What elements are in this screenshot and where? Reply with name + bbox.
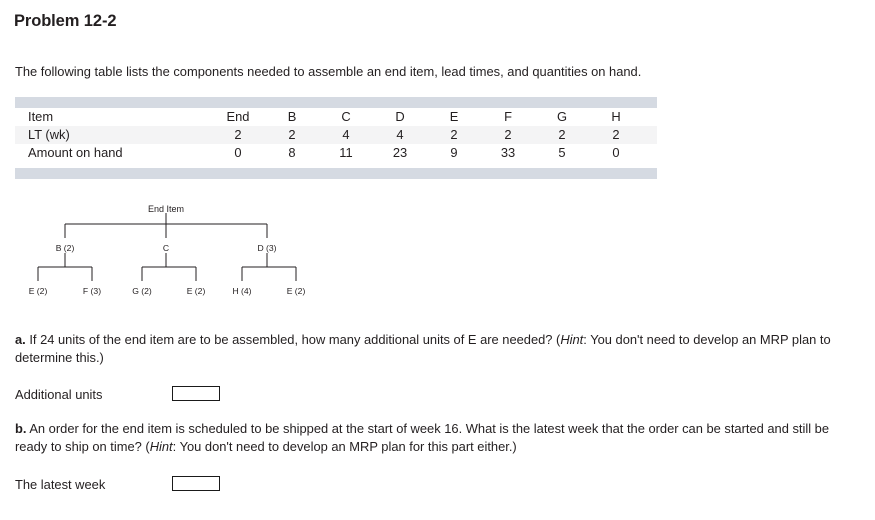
question-a-marker: a. [15, 332, 26, 347]
additional-units-input[interactable] [172, 386, 220, 401]
cell-lt-h: 2 [589, 126, 643, 144]
question-b-text-after-hint: : You don't need to develop an MRP plan … [172, 438, 517, 454]
answer-a-label: Additional units [15, 387, 103, 402]
cell-aoh-c: 11 [339, 145, 353, 160]
cell-lt-d: 4 [373, 126, 427, 144]
cell-lt-end: 2 [211, 126, 265, 144]
cell-item-d: D [395, 109, 405, 124]
cell-lt-f: 2 [481, 126, 535, 144]
tree-node-h-under-d: H (4) [232, 286, 251, 296]
cell-lt-g: 2 [535, 126, 589, 144]
cell-aoh-pad [643, 144, 657, 162]
cell-aoh-b: 8 [288, 145, 296, 160]
cell-aoh-h: 0 [612, 145, 620, 160]
row-label-amount-on-hand: Amount on hand [28, 145, 123, 160]
tree-node-g-under-c: G (2) [132, 286, 152, 296]
cell-lt-b: 2 [265, 126, 319, 144]
table-row-lead-time: LT (wk) 2 2 4 4 2 2 2 2 [15, 126, 657, 144]
components-table: Item End B C D E F G H LT (wk) 2 2 4 4 2… [15, 97, 657, 179]
cell-lt-c: 4 [319, 126, 373, 144]
tree-node-root: End Item [148, 204, 184, 214]
question-a-hint-word: Hint [560, 332, 584, 347]
question-b: b. An order for the end item is schedule… [15, 420, 835, 455]
tree-connector-lines [37, 213, 297, 281]
tree-node-d: D (3) [257, 243, 276, 253]
tree-node-c: C [163, 243, 169, 253]
tree-node-b: B (2) [56, 243, 75, 253]
cell-item-e: E [449, 109, 459, 124]
cell-item-h: H [611, 109, 621, 124]
tree-node-e-under-d: E (2) [287, 286, 306, 296]
table-row-item: Item End B C D E F G H [15, 108, 657, 126]
page-title: Problem 12-2 [14, 12, 117, 30]
latest-week-input[interactable] [172, 476, 220, 491]
table-bottom-band [15, 168, 657, 179]
cell-aoh-g: 5 [558, 145, 566, 160]
cell-lt-e: 2 [427, 126, 481, 144]
tree-node-e-under-c: E (2) [187, 286, 206, 296]
row-label-item: Item [28, 109, 54, 124]
tree-node-f-under-b: F (3) [83, 286, 101, 296]
cell-aoh-d: 23 [392, 145, 408, 160]
tree-node-e-under-b: E (2) [29, 286, 48, 296]
bom-tree-svg: End Item B (2) C D (3) E (2) F (3) G (2)… [29, 204, 306, 296]
cell-item-b: B [287, 109, 297, 124]
cell-lt-pad [643, 126, 657, 144]
bill-of-materials-tree: End Item B (2) C D (3) E (2) F (3) G (2)… [0, 195, 340, 315]
cell-aoh-e: 9 [450, 145, 458, 160]
cell-item-g: G [556, 109, 568, 124]
question-b-hint-word: Hint [149, 438, 173, 454]
question-b-text-before-hint: An order for the end item is scheduled t… [15, 421, 830, 454]
cell-aoh-f: 33 [500, 145, 516, 160]
question-a: a. If 24 units of the end item are to be… [15, 331, 835, 366]
cell-item-f: F [504, 109, 512, 124]
intro-paragraph: The following table lists the components… [15, 64, 642, 79]
question-b-marker: b. [15, 421, 27, 436]
question-a-text-before-hint: If 24 units of the end item are to be as… [25, 332, 561, 347]
table-top-band [15, 97, 657, 108]
answer-b-label: The latest week [15, 477, 106, 492]
question-a-text-after-hint: : You don't need to develop an MRP plan … [15, 332, 831, 365]
cell-item-pad [643, 108, 657, 126]
cell-item-c: C [341, 109, 351, 124]
cell-item-end: End [226, 109, 250, 124]
table-row-amount-on-hand: Amount on hand 0 8 11 23 9 33 5 0 [15, 144, 657, 162]
cell-aoh-end: 0 [234, 145, 242, 160]
row-label-lead-time: LT (wk) [15, 126, 211, 144]
components-table-wrapper: Item End B C D E F G H LT (wk) 2 2 4 4 2… [15, 97, 657, 179]
